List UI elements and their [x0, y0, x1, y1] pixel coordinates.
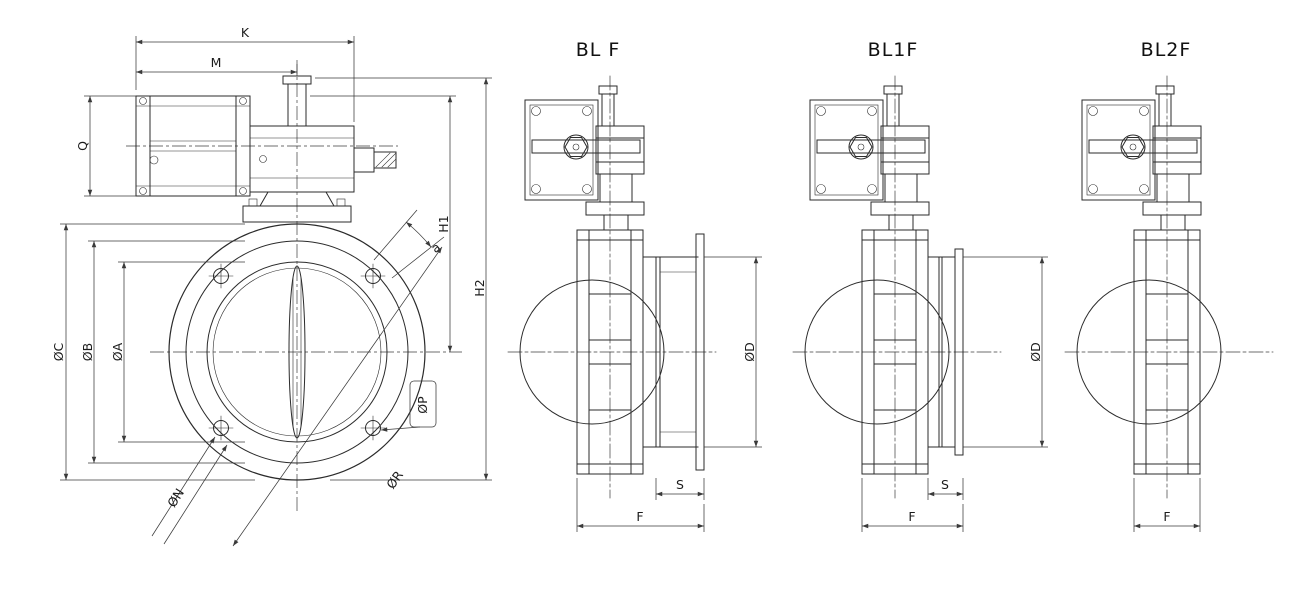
side-view-bl1f: BL1F ØD S F: [792, 39, 1048, 532]
dim-label-angle-a: a: [428, 239, 443, 256]
dim-label-k: K: [241, 25, 250, 40]
bl1f-dim-s: [927, 478, 964, 500]
dim-label-dia-c: ØC: [51, 342, 66, 361]
dim-dia-n: [151, 436, 228, 545]
bl2f-valve: [1064, 75, 1274, 499]
blf-dim-s: [655, 478, 705, 500]
dim-label-dia-n: ØN: [164, 486, 187, 510]
dim-k: [135, 36, 355, 122]
dim-q: [84, 95, 136, 197]
blf-valve: [507, 75, 717, 499]
bl1f-valve: [792, 75, 1002, 499]
bl2f-dim-label-f: F: [1163, 509, 1170, 524]
gearbox: [249, 75, 397, 193]
pneumatic-actuator-cylinder: [135, 95, 251, 197]
bl2f-dim-f: [1133, 478, 1201, 532]
dim-label-h2: H2: [472, 279, 487, 296]
front-view: K M Q ØC ØB ØA: [51, 25, 492, 547]
view-title-bl2f: BL2F: [1141, 39, 1192, 61]
dim-dia-r: [232, 246, 443, 547]
bl1f-dim-label-s: S: [941, 477, 949, 492]
dim-label-m: M: [211, 55, 222, 70]
dim-dia-a: [118, 261, 245, 443]
dim-m: [136, 64, 298, 76]
dim-label-h1: H1: [436, 215, 451, 232]
dim-label-q: Q: [75, 141, 90, 151]
dim-label-dia-p: ØP: [415, 396, 430, 414]
dim-label-dia-b: ØB: [80, 343, 95, 361]
blf-dim-label-f: F: [636, 509, 643, 524]
view-title-bl1f: BL1F: [868, 39, 919, 61]
dim-label-dia-a: ØA: [110, 342, 125, 361]
blf-dim-label-dia-d: ØD: [742, 342, 757, 361]
blf-dim-label-s: S: [676, 477, 684, 492]
bl1f-dim-label-f: F: [908, 509, 915, 524]
blf-dim-f: [576, 478, 705, 532]
bl1f-dim-f: [861, 478, 964, 532]
bl1f-dim-label-dia-d: ØD: [1028, 342, 1043, 361]
dim-h1: [310, 95, 456, 352]
front-centerlines: [126, 60, 462, 512]
dim-dia-c: [60, 223, 255, 481]
side-view-blf: BL F ØD S F: [507, 39, 762, 532]
side-view-bl2f: BL2F F: [1064, 39, 1274, 532]
view-title-blf: BL F: [576, 39, 621, 61]
blf-dim-dia-d: [704, 256, 762, 448]
dim-label-dia-r: ØR: [383, 468, 406, 492]
dim-dia-b: [88, 240, 245, 464]
bl1f-dim-dia-d: [963, 256, 1048, 448]
